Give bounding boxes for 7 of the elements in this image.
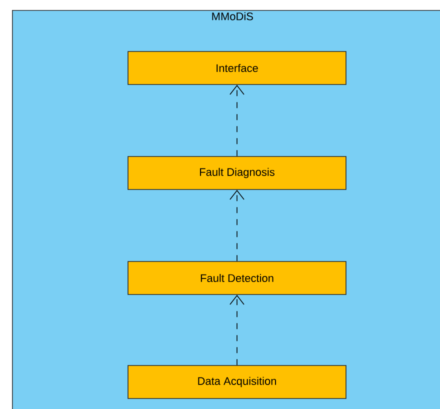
component-box: Fault Diagnosis [128, 156, 346, 190]
dependency-arrow [230, 294, 244, 366]
component-box: Fault Detection [128, 261, 346, 295]
dependency-arrow [230, 84, 244, 156]
dependency-arrow [230, 190, 244, 262]
component-box: Interface [128, 51, 346, 85]
component-box: Data Acquisition [128, 365, 346, 399]
